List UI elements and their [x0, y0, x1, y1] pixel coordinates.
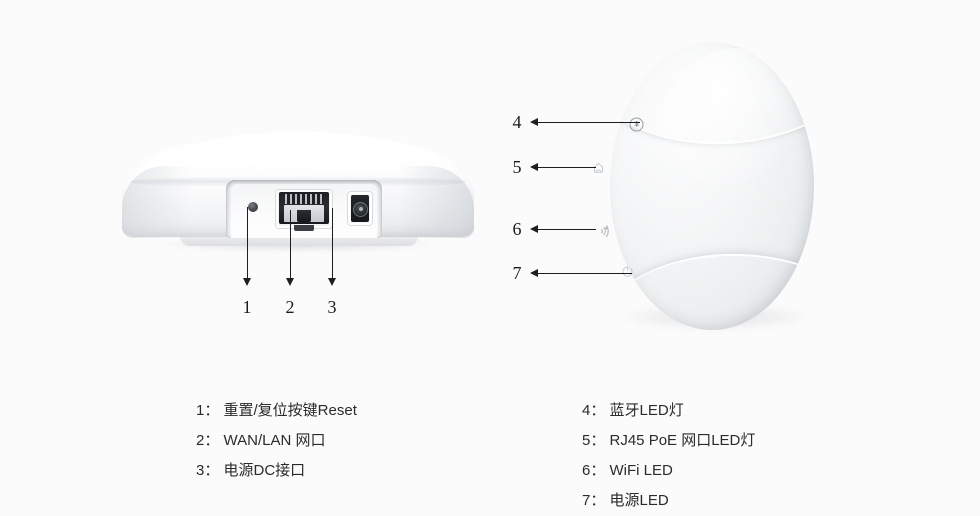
device-disc [610, 42, 814, 330]
reset-pinhole [248, 202, 258, 212]
callout-number-1: 1 [242, 297, 252, 317]
rj45-latch-tab [294, 225, 314, 231]
callout-number-2: 2 [285, 297, 295, 317]
power-icon [620, 264, 635, 279]
callout-arrow-7 [530, 269, 538, 277]
port-bay [226, 180, 382, 238]
callout-number-5: 5 [512, 157, 522, 177]
callout-line-5 [536, 167, 596, 168]
rj45-pins [285, 194, 323, 204]
callout-line-2 [290, 210, 291, 280]
dc-jack-pin [358, 207, 363, 211]
legend-item-6: 6： WiFi LED [582, 462, 673, 479]
rj45-poe-icon [591, 161, 606, 176]
legend-item-2: 2： WAN/LAN 网口 [196, 432, 326, 449]
device-left-shading [122, 166, 192, 238]
device-right-shading [398, 166, 474, 238]
callout-arrow-6 [530, 225, 538, 233]
legend-item-7: 7： 电源LED [582, 492, 669, 509]
disc-crease-bottom [610, 248, 814, 330]
callout-arrow-5 [530, 163, 538, 171]
callout-line-6 [536, 229, 596, 230]
callout-number-6: 6 [512, 219, 522, 239]
callout-arrow-4 [530, 118, 538, 126]
rj45-notch [297, 210, 311, 222]
legend-left: 1： 重置/复位按键Reset 2： WAN/LAN 网口 3： 电源DC接口 [196, 396, 357, 486]
callout-arrow-1 [243, 278, 251, 286]
legend-item-1: 1： 重置/复位按键Reset [196, 402, 357, 419]
callout-arrow-3 [328, 278, 336, 286]
dc-jack-ring [353, 201, 368, 217]
rj45-port [276, 190, 332, 231]
dc-jack-cavity [351, 195, 369, 222]
callout-arrow-2 [286, 278, 294, 286]
disc-gloss [662, 48, 812, 198]
dc-power-jack [348, 192, 372, 225]
callout-number-7: 7 [512, 263, 522, 283]
callout-line-7 [536, 273, 632, 274]
callout-line-1 [247, 207, 248, 280]
callout-line-3 [332, 208, 333, 280]
legend-item-4: 4： 蓝牙LED灯 [582, 402, 684, 419]
device-side-view [122, 132, 474, 257]
wifi-icon [592, 222, 610, 240]
legend-item-5: 5： RJ45 PoE 网口LED灯 [582, 432, 756, 449]
callout-number-4: 4 [512, 112, 522, 132]
callout-line-4 [536, 122, 640, 123]
legend-right: 4： 蓝牙LED灯 5： RJ45 PoE 网口LED灯 6： WiFi LED… [582, 396, 755, 516]
bluetooth-icon [628, 116, 645, 133]
device-top-view [594, 28, 828, 336]
legend-item-3: 3： 电源DC接口 [196, 462, 306, 479]
callout-number-3: 3 [327, 297, 337, 317]
